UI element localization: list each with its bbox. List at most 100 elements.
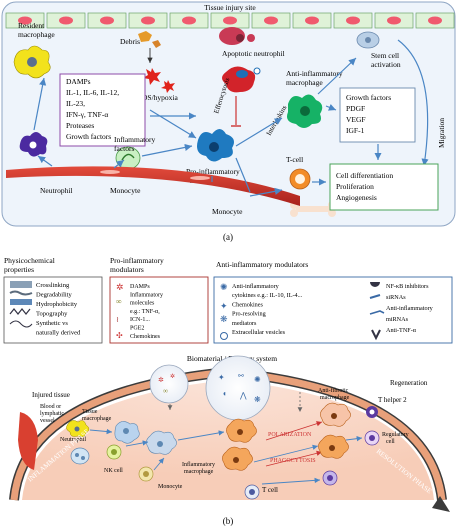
svg-text:❋: ❋: [254, 395, 261, 404]
diff-box-line: Cell differentiation: [336, 171, 393, 180]
t-helper-icon: [366, 406, 378, 418]
physico-item: Hydrophobicity: [36, 301, 78, 308]
t-cell-label-b: T cell: [262, 486, 278, 494]
migration-label: Migration: [437, 118, 446, 148]
damps-box-line: IL-1, IL-6, IL-12,: [66, 88, 119, 97]
stem-cell-label: Stem cell: [371, 51, 399, 60]
panel-b-arrows: [89, 428, 363, 485]
repair-cell-icon: [322, 470, 338, 486]
tissue-macrophage-icon: [66, 420, 90, 438]
cell-nucleus: [59, 16, 73, 25]
svg-text:✲: ✲: [170, 373, 175, 380]
inflammatory-macrophage-label-2: macrophage: [184, 469, 214, 475]
anti-inflammatory-macrophage-label-2: macrophage: [286, 78, 323, 87]
debris-icon: [138, 31, 161, 48]
pro-inflammatory-macrophage-label: Pro-inflammatory: [186, 167, 240, 176]
polarization-label: POLARIZATION: [268, 432, 312, 438]
monocyte-label-2: Monocyte: [212, 207, 243, 216]
pro-item: Inflammatory: [130, 291, 163, 298]
regulatory-cell-icon: [364, 430, 380, 446]
cell-nucleus: [346, 16, 360, 25]
monocyte-label-1: Monocyte: [110, 186, 141, 195]
resident-macrophage-label-2: macrophage: [18, 30, 55, 39]
blood-vessel-icon: [6, 166, 300, 206]
neutrophil-label-b: Neutrophil: [60, 437, 86, 443]
physico-item: Crosslinking: [36, 282, 70, 289]
anti-title: Anti-inflammatory modulators: [216, 260, 308, 269]
anti-inflammatory-macrophage-icon: [287, 94, 323, 128]
pro-item: PGE2: [130, 326, 144, 332]
t-cell-icon: [289, 168, 311, 190]
macrophage-cluster-icon: [114, 421, 140, 444]
panel-a-caption: (a): [223, 232, 233, 242]
cell-nucleus: [387, 16, 401, 25]
orange-macrophage-icon: [226, 418, 257, 443]
differentiation-box: [329, 163, 439, 211]
anti-list-right: NF-κB inhibitorssiRNAsAnti-inflammatorym…: [386, 283, 434, 334]
svg-text:✺: ✺: [220, 282, 228, 292]
anti-icons: ✺ ✦ ❋: [220, 282, 385, 341]
anti-item-right: Anti-TNF-α: [386, 327, 417, 334]
inflammatory-macrophage-label: Inflammatory: [182, 461, 215, 468]
stem-cell-label-2: activation: [371, 60, 401, 69]
pro-box: [109, 276, 209, 344]
anti-box: [213, 276, 453, 344]
svg-text:✲: ✲: [116, 282, 124, 292]
blood-vessel-label-3: vessel: [40, 418, 55, 424]
physico-title: Physicochemical: [4, 256, 55, 265]
svg-text:✺: ✺: [254, 375, 261, 384]
diff-box-line: Angiogenesis: [336, 193, 377, 202]
pro-item: DAMPs: [130, 284, 150, 290]
anti-item: Chemokines: [232, 301, 264, 308]
blood-vessel-label-2: lymphatic: [40, 411, 64, 417]
physico-item: Synthetic vs: [36, 320, 68, 327]
panel-b: Physicochemical properties CrosslinkingD…: [3, 256, 453, 526]
differentiation-text: Cell differentiationProliferationAngioge…: [336, 171, 393, 202]
damps-box: [59, 73, 146, 147]
monocyte-label-b: Monocyte: [158, 484, 183, 490]
cell-nucleus: [305, 16, 319, 25]
diff-box-line: Proliferation: [336, 182, 374, 191]
svg-text:✣: ✣: [116, 331, 123, 340]
nk-cell-label: NK cell: [104, 468, 123, 474]
anti-item: mediators: [232, 320, 257, 327]
physico-box: [3, 276, 103, 344]
anti-inflammatory-macrophage-label: Anti-inflammatory: [286, 69, 343, 78]
anti-item-right: siRNAs: [386, 294, 406, 301]
ros-icon: [143, 68, 175, 93]
cell-nucleus: [18, 16, 32, 25]
arc-arrowhead: [432, 496, 450, 512]
inflammatory-cell-icon: [19, 132, 48, 157]
epithelium-row: [5, 12, 455, 29]
growth-box-line: IGF-1: [346, 126, 365, 135]
physico-item: Degradability: [36, 292, 72, 299]
growth-box-line: PDGF: [346, 104, 365, 113]
anti-fibrotic-label-2: macrophage: [320, 395, 350, 401]
blood-vessel-label: Blood or: [40, 404, 61, 410]
anti-fibrotic-label: Anti-fibrotic: [318, 387, 349, 394]
orange-macrophage-icon-2: [222, 446, 253, 471]
regulatory-cell-label: Regulatory: [382, 432, 409, 438]
damps-box-line: IFN-γ, TNF-α: [66, 110, 108, 119]
physico-item: Topography: [36, 311, 68, 318]
anti-item-right: NF-κB inhibitors: [386, 283, 429, 290]
growth-factors-box: [339, 87, 416, 143]
svg-text:⋀: ⋀: [239, 391, 247, 400]
tissue-macrophage-label-2: macrophage: [82, 416, 112, 422]
regulatory-cell-label-2: cell: [386, 439, 395, 445]
cell-nucleus: [182, 16, 196, 25]
efferocytosis-macrophage-icon: [222, 66, 261, 93]
svg-text:≀: ≀: [116, 315, 119, 324]
nk-cell-icon: [106, 444, 122, 460]
cell-nucleus: [264, 16, 278, 25]
anti-item-right: Anti-inflammatory: [386, 305, 434, 312]
physico-title-2: properties: [4, 265, 34, 274]
neutrophil-label: Neutrophil: [40, 186, 73, 195]
svg-text:✦: ✦: [218, 373, 225, 382]
damps-box-line: Growth factors: [66, 132, 111, 141]
debris-label: Debris: [120, 37, 140, 46]
damps-box-line: DAMPs: [66, 77, 91, 86]
svg-text:◖: ◖: [222, 389, 227, 398]
